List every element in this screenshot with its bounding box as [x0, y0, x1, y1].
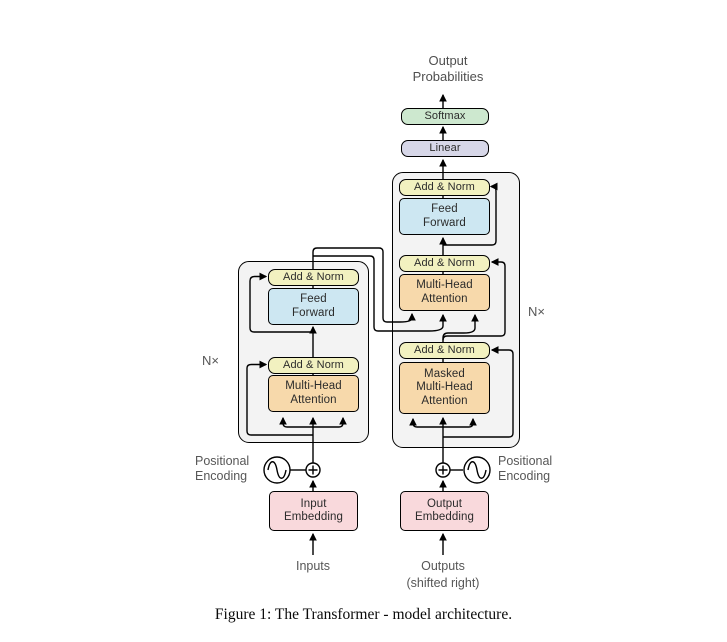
figure-caption: Figure 1: The Transformer - model archit… — [214, 606, 513, 623]
positional-encoding-label-left: Positional Encoding — [195, 454, 250, 483]
encoder-add-norm-top: Add & Norm — [268, 269, 359, 286]
encoder-wires — [246, 272, 347, 463]
encoder-to-decoder-wires — [312, 247, 447, 332]
encoder-repeat-label: N× — [202, 353, 219, 368]
outputs-shifted-note: (shifted right) — [406, 576, 480, 590]
softmax-block: Softmax — [401, 108, 489, 125]
decoder-masked-attention-block: Masked Multi-Head Attention — [399, 362, 490, 414]
outputs-label: Outputs — [421, 559, 465, 573]
plus-circle-icon-left — [305, 462, 321, 478]
plus-circle-icon-right — [435, 462, 451, 478]
positional-encoding-label-right: Positional Encoding — [498, 454, 553, 483]
sine-wave-icon-left — [263, 456, 291, 484]
encoder-add-norm-bottom: Add & Norm — [268, 357, 359, 374]
decoder-add-norm-top: Add & Norm — [399, 179, 490, 196]
input-chain-wires — [290, 469, 463, 555]
sine-wave-icon-right — [463, 456, 491, 484]
decoder-repeat-label: N× — [528, 304, 545, 319]
decoder-add-norm-mid: Add & Norm — [399, 255, 490, 272]
decoder-add-norm-bottom: Add & Norm — [399, 342, 490, 359]
inputs-label: Inputs — [295, 559, 331, 573]
output-probabilities-label: Output Probabilities — [412, 53, 484, 84]
linear-block: Linear — [401, 140, 489, 157]
